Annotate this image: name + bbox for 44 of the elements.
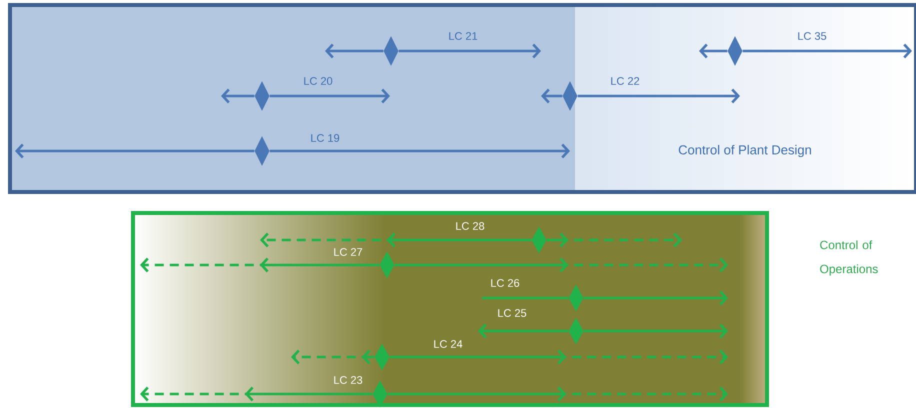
arrow xyxy=(584,290,728,306)
range-label: LC 26 xyxy=(491,279,520,287)
diamond-marker xyxy=(384,36,398,66)
arrow xyxy=(221,88,254,104)
range-label: LC 28 xyxy=(456,222,484,230)
diamond-marker xyxy=(728,36,742,66)
arrow xyxy=(140,386,372,402)
arrow xyxy=(291,350,374,364)
range-label: LC 27 xyxy=(334,248,362,256)
diamond-marker xyxy=(568,318,584,344)
arrow xyxy=(578,88,740,104)
node-label: Control of Operations xyxy=(820,240,878,276)
diamond-marker xyxy=(254,81,270,111)
arrow xyxy=(270,88,390,104)
arrow xyxy=(325,44,384,58)
arrow xyxy=(388,386,728,402)
range-label: LC 24 xyxy=(434,340,462,348)
arrow xyxy=(699,44,728,58)
arrow xyxy=(270,144,570,158)
arrow xyxy=(584,324,728,338)
arrow xyxy=(742,44,912,58)
range-label: LC 23 xyxy=(334,376,362,384)
arrow xyxy=(140,258,380,272)
diamond-marker xyxy=(254,136,270,166)
arrow xyxy=(15,144,254,158)
diamond-marker xyxy=(568,284,584,312)
diamond-marker xyxy=(562,81,578,111)
range-label: LC 22 xyxy=(611,77,640,85)
arrow xyxy=(546,232,682,248)
diamond-marker xyxy=(374,344,390,370)
range-label: LC 35 xyxy=(798,32,826,40)
range-label: LC 21 xyxy=(449,32,478,40)
diamond-marker xyxy=(372,380,388,408)
arrow xyxy=(260,232,532,248)
range-label: LC 25 xyxy=(498,309,526,317)
diamond-marker xyxy=(532,226,546,254)
range-label: LC 20 xyxy=(304,77,332,85)
arrow xyxy=(541,88,562,104)
arrow xyxy=(398,44,541,58)
arrow xyxy=(390,350,728,364)
arrow xyxy=(394,258,728,272)
range-label: LC 19 xyxy=(311,134,340,142)
diamond-marker xyxy=(380,252,394,278)
arrow xyxy=(478,324,568,338)
